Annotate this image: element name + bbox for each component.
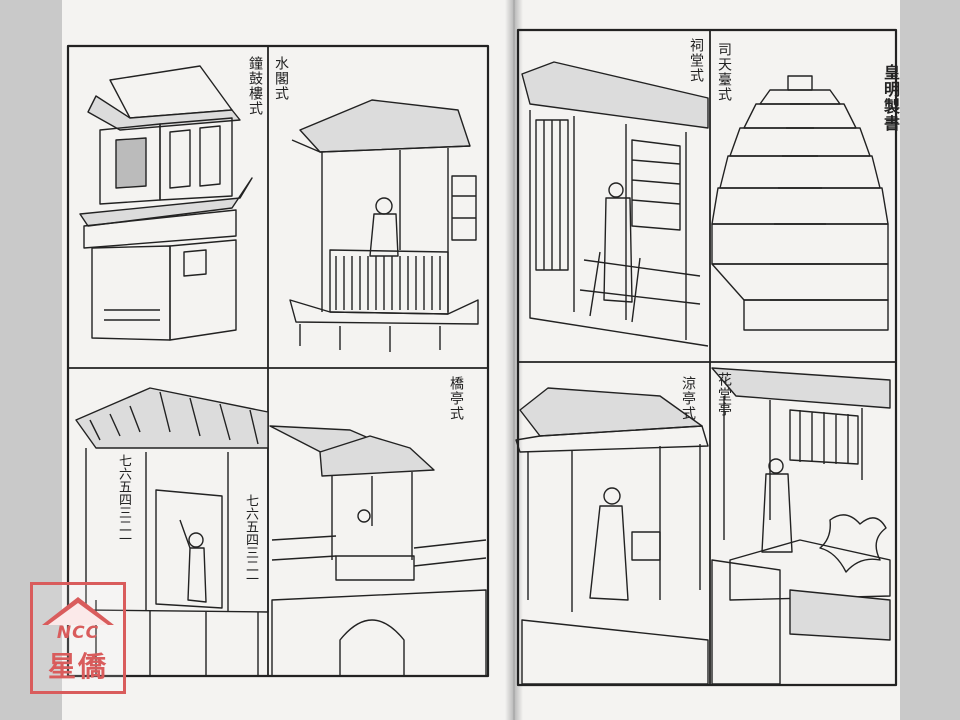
storey-label: 四 [116, 493, 131, 506]
seal-roof-icon [42, 597, 114, 625]
storey-labels-right: 七六五四三二一 [240, 494, 260, 585]
caption-water-pavilion: 水閣式 [273, 56, 289, 101]
storey-label: 三 [243, 546, 258, 559]
storey-label: 七 [116, 454, 131, 467]
caption-bell-drum-tower: 鐘鼓樓式 [247, 56, 263, 116]
storey-label: 四 [243, 533, 258, 546]
shrine-hall-drawing [521, 61, 709, 347]
storey-label: 七 [243, 494, 258, 507]
caption-vertical-title: 皇明製書 [881, 64, 900, 132]
bridge-pavilion-drawing [269, 425, 487, 677]
storey-label: 二 [243, 559, 258, 572]
storey-label: 一 [116, 532, 131, 545]
storey-label: 六 [116, 467, 131, 480]
caption-flower-pavilion: 花堂亭 [716, 372, 732, 417]
storey-label: 六 [243, 507, 258, 520]
storey-labels-left: 七六五四三二一 [112, 454, 134, 545]
storey-label: 一 [243, 572, 258, 585]
right-page-frame [516, 28, 898, 687]
caption-observatory: 司天臺式 [716, 42, 732, 102]
seal-brand: NCC [56, 623, 100, 643]
bell-drum-tower-drawing [79, 65, 253, 341]
storey-label: 三 [116, 506, 131, 519]
storey-label: 五 [243, 520, 258, 533]
storey-label: 五 [116, 480, 131, 493]
seal-name: 星僑 [47, 650, 108, 683]
observatory-drawing [711, 75, 889, 331]
caption-shrine-hall: 祠堂式 [688, 38, 704, 83]
caption-waterside-pavilion: 涼亭式 [680, 376, 696, 421]
storey-label: 二 [116, 519, 131, 532]
flower-pavilion-drawing [711, 367, 891, 685]
caption-bridge-pavilion: 橋亭式 [448, 376, 464, 421]
water-pavilion-drawing [289, 99, 479, 352]
storey-building-drawing [75, 387, 269, 676]
watermark-seal: NCC 星僑 [30, 582, 126, 694]
waterside-pavilion-drawing [515, 387, 709, 685]
